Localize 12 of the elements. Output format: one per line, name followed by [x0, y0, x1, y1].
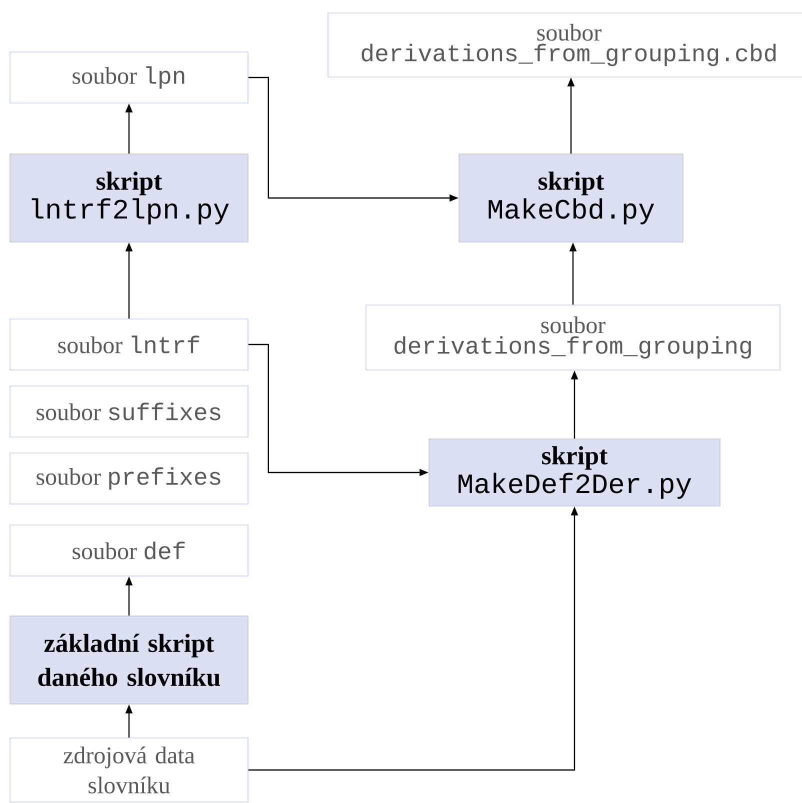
script-box: skript MakeCbd.py	[458, 154, 684, 242]
file-box: soubor prefixes	[10, 452, 248, 504]
script-box: skript lntrf2lpn.py	[10, 154, 248, 242]
file-box: soubor derivations_from_grouping.cbd	[328, 12, 802, 78]
script-box: skript MakeDef2Der.py	[428, 438, 720, 506]
file-box: zdrojová data slovníku	[10, 738, 248, 802]
file-box: soubor def	[10, 524, 248, 576]
file-box: soubor lpn	[10, 52, 248, 104]
file-box: soubor derivations_from_grouping	[366, 304, 780, 370]
script-box: základní skript daného slovníku	[10, 616, 248, 704]
file-box: soubor suffixes	[10, 386, 248, 438]
file-box: soubor lntrf	[10, 318, 248, 370]
